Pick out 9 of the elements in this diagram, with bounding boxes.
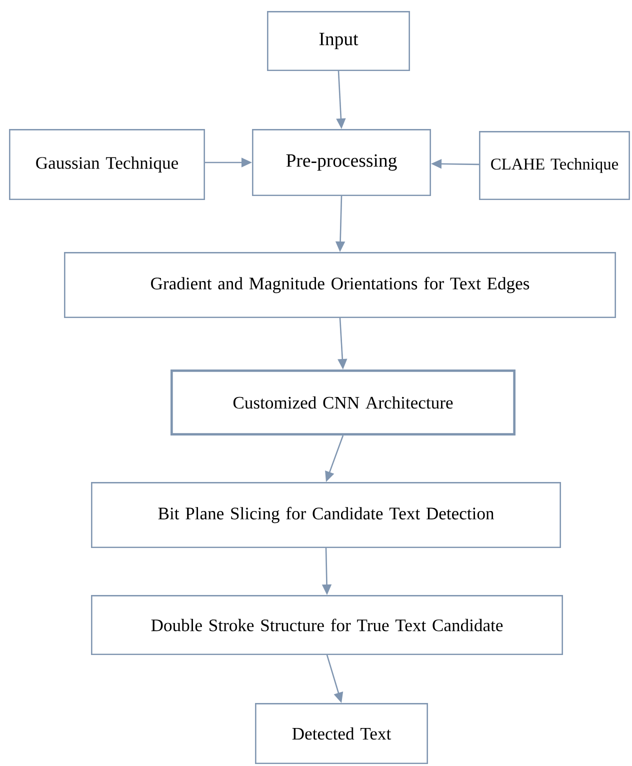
process-box: Gaussian Technique xyxy=(9,129,205,200)
process-box: Gradient and Magnitude Orientations for Text Edges xyxy=(64,252,616,318)
process-box: Input xyxy=(267,11,410,71)
process-box: Customized CNN Architecture xyxy=(170,370,516,436)
process-box: Bit Plane Slicing for Candidate Text Detection xyxy=(91,482,561,548)
process-box: Double Stroke Structure for True Text Candidate xyxy=(91,595,563,655)
process-box: Detected Text xyxy=(255,703,428,764)
process-box: CLAHE Technique xyxy=(479,131,630,200)
process-box: Pre-processing xyxy=(252,129,431,196)
